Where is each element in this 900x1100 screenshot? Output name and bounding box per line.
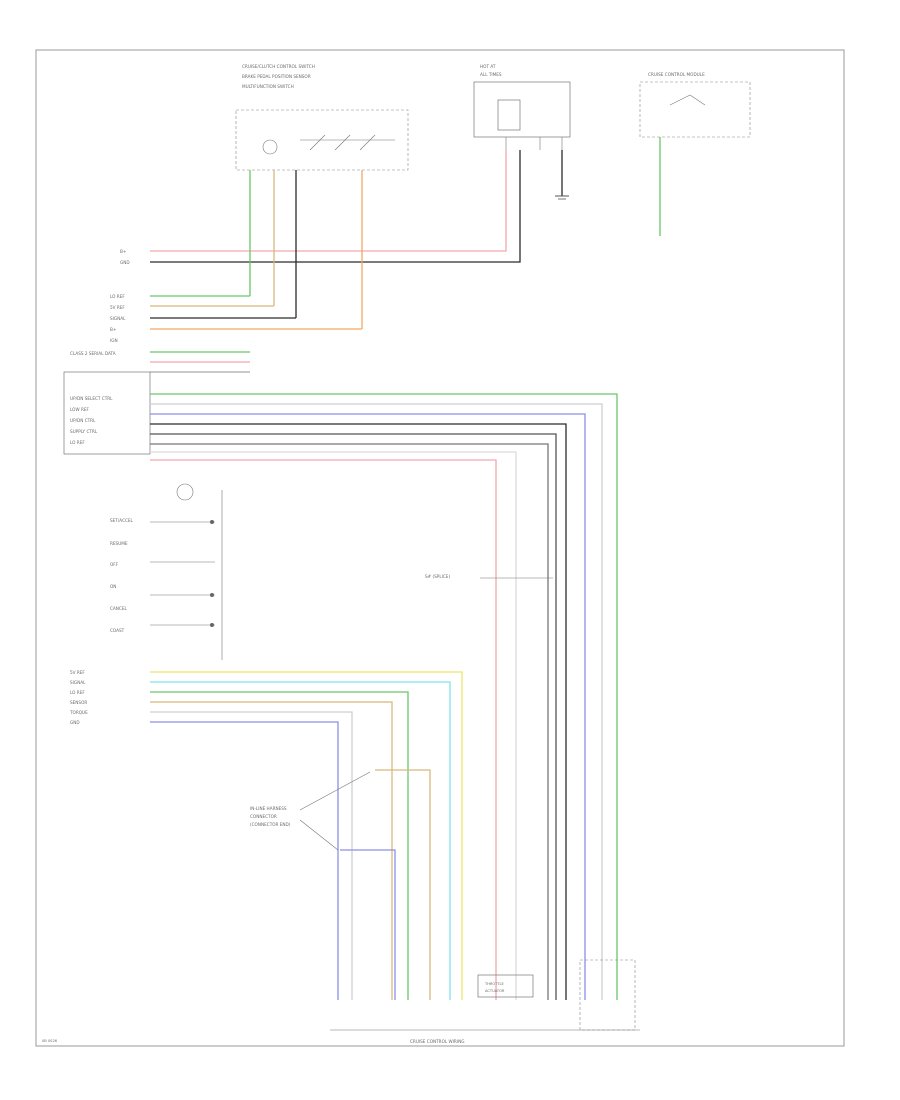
pin-can-0: CLASS 2 SERIAL DATA	[70, 351, 116, 356]
pin-mid-1: 5V REF	[110, 305, 125, 310]
pin-ctl-3: SUPPLY CTRL	[70, 429, 98, 434]
throttle-actuator: THROTTLE ACTUATOR	[477, 974, 534, 998]
pin-top-b: B+	[120, 249, 127, 254]
ground-symbol	[555, 150, 569, 200]
pin-mid-3: B+	[110, 327, 117, 332]
pin-bot-1: SIGNAL	[70, 680, 86, 685]
wire-gray-mid	[150, 451, 517, 1000]
fuse-block: HOT AT ALL TIMES	[473, 64, 571, 150]
control-pin-group: UP/DN SELECT CTRL LOW REF UP/DN CTRL SUP…	[70, 396, 113, 445]
note-2: CONNECTOR	[250, 814, 277, 819]
wire-red-mid	[150, 459, 497, 1000]
fuse-header-1: HOT AT	[480, 64, 496, 69]
pin-bot-4: TORQUE	[69, 710, 88, 715]
pin-mid-4: IGN	[110, 338, 118, 343]
ccm-header-1: CRUISE/CLUTCH CONTROL SWITCH	[242, 64, 315, 69]
wire-dark-top	[150, 150, 521, 263]
throttle-label-1: THROTTLE	[484, 982, 505, 986]
cruise-relay-module: CRUISE CONTROL MODULE	[639, 72, 751, 138]
fuse-header-2: ALL TIMES	[480, 72, 502, 77]
switch-label-3: ON	[110, 584, 116, 589]
relay-header: CRUISE CONTROL MODULE	[648, 72, 705, 77]
wire-dark-long-3	[150, 443, 549, 1000]
note-3: (CONNECTOR END)	[250, 822, 291, 827]
wire-dark-long-1	[150, 423, 567, 1000]
wire-blue-long	[150, 413, 586, 1000]
wire-dark-long-2	[150, 433, 557, 1000]
ccm-header-3: MULTIFUNCTION SWITCH	[242, 84, 294, 89]
cruise-switch-module: CRUISE/CLUTCH CONTROL SWITCH BRAKE PEDAL…	[235, 64, 409, 171]
pin-bot-0: 5V REF	[70, 670, 85, 675]
pin-ctl-2: UP/DN CTRL	[70, 418, 96, 423]
pin-bot-3: SENSOR	[70, 700, 87, 705]
wire-green-long	[150, 393, 618, 1000]
connector-note: IN-LINE HARNESS CONNECTOR (CONNECTOR END…	[250, 771, 371, 851]
wire-gray-long	[150, 403, 603, 1000]
switch-label-4: CANCEL	[110, 606, 127, 611]
pin-bot-2: LO REF	[70, 690, 85, 695]
diagram-frame	[35, 49, 845, 1047]
footer-title: CRUISE CONTROL WIRING	[410, 1039, 464, 1044]
ccm-header-2: BRAKE PEDAL POSITION SENSOR	[242, 74, 311, 79]
switch-label-2: OFF	[110, 562, 119, 567]
pin-mid-0: LO REF	[110, 294, 125, 299]
pin-ctl-4: LO REF	[70, 440, 85, 445]
pin-top-gnd: GND	[120, 260, 130, 265]
bottom-pin-group: 5V REF SIGNAL LO REF SENSOR TORQUE GND	[69, 670, 88, 725]
note-1: IN-LINE HARNESS	[250, 806, 287, 811]
pin-mid-2: SIGNAL	[110, 316, 126, 321]
pin-ctl-1: LOW REF	[70, 407, 90, 412]
wire-red-top	[150, 150, 507, 252]
cruise-switch-assembly: SET/ACCEL RESUME OFF ON CANCEL COAST	[110, 483, 223, 660]
footer-code: 0B 0026	[42, 1039, 58, 1043]
throttle-label-2: ACTUATOR	[485, 989, 505, 993]
pin-ctl-0: UP/DN SELECT CTRL	[70, 396, 113, 401]
pin-bot-5: GND	[70, 720, 80, 725]
mid-pin-group: LO REF 5V REF SIGNAL B+ IGN	[110, 294, 126, 343]
switch-label-5: COAST	[110, 628, 125, 633]
switch-label-0: SET/ACCEL	[110, 518, 134, 523]
splice-label: S# (SPLICE)	[425, 574, 450, 579]
switch-label-1: RESUME	[110, 541, 128, 546]
